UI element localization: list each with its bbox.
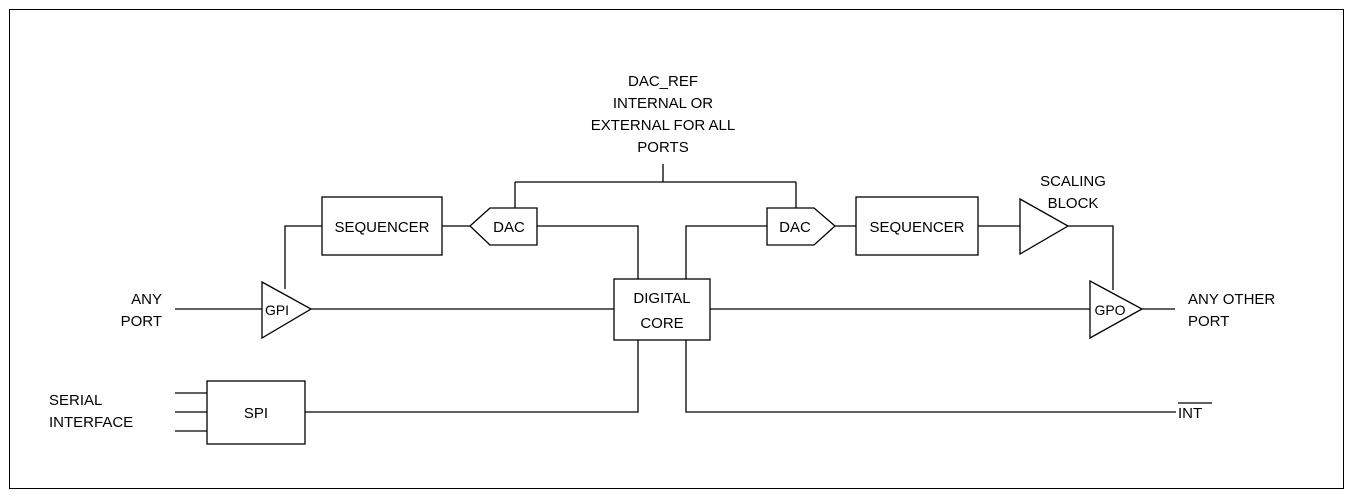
core-to-dac-right-wire <box>685 225 767 279</box>
dac-left-block: DAC <box>469 207 538 246</box>
core-to-int-wire <box>685 340 1176 413</box>
any-other-port-label: ANY OTHER PORT <box>1188 291 1275 330</box>
serial-interface-line-1: SERIAL <box>49 392 102 409</box>
sequencer-left-label: SEQUENCER <box>334 219 429 236</box>
dac-ref-line-1: DAC_REF <box>628 73 698 90</box>
sequencer-right-block: SEQUENCER <box>855 196 979 256</box>
scaling-line-2: BLOCK <box>1048 195 1099 212</box>
dac-ref-line-4: PORTS <box>637 139 688 156</box>
gpi-buffer: GPI <box>261 280 313 340</box>
scaling-buffer <box>1019 197 1070 256</box>
any-port-line-1: ANY <box>131 291 162 308</box>
digital-core-label-line2: CORE <box>640 315 683 332</box>
dac-ref-label: DAC_REF INTERNAL OR EXTERNAL FOR ALL POR… <box>591 73 736 156</box>
dac-ref-line-3: EXTERNAL FOR ALL <box>591 117 736 134</box>
dac-left-label: DAC <box>493 219 525 236</box>
dac-ref-line-2: INTERNAL OR <box>613 95 713 112</box>
digital-core-label-line1: DIGITAL <box>633 290 690 307</box>
gpi-label: GPI <box>265 302 289 318</box>
any-other-port-line-2: PORT <box>1188 313 1229 330</box>
dac-right-label: DAC <box>779 219 811 236</box>
any-port-line-2: PORT <box>121 313 162 330</box>
dac-right-block: DAC <box>766 207 836 246</box>
wires <box>175 164 1176 432</box>
spi-label: SPI <box>244 405 268 422</box>
serial-interface-line-2: INTERFACE <box>49 414 133 431</box>
serial-interface-label: SERIAL INTERFACE <box>49 392 133 431</box>
spi-to-core-wire <box>305 340 639 413</box>
gpi-to-sequencer-wire <box>284 225 322 289</box>
gpo-label: GPO <box>1094 302 1125 318</box>
int-signal-label: INT <box>1178 402 1212 422</box>
scaling-to-gpo-wire <box>1068 225 1114 290</box>
sequencer-right-label: SEQUENCER <box>869 219 964 236</box>
spi-block: SPI <box>206 380 306 445</box>
scaling-line-1: SCALING <box>1040 173 1106 190</box>
any-port-label: ANY PORT <box>121 291 162 330</box>
digital-core-block: DIGITAL CORE <box>613 278 711 341</box>
gpo-buffer: GPO <box>1089 279 1144 340</box>
dac-left-to-core-wire <box>537 225 639 279</box>
int-label: INT <box>1178 405 1202 422</box>
scaling-block-label: SCALING BLOCK <box>1040 173 1106 212</box>
any-other-port-line-1: ANY OTHER <box>1188 291 1275 308</box>
sequencer-left-block: SEQUENCER <box>321 196 443 256</box>
